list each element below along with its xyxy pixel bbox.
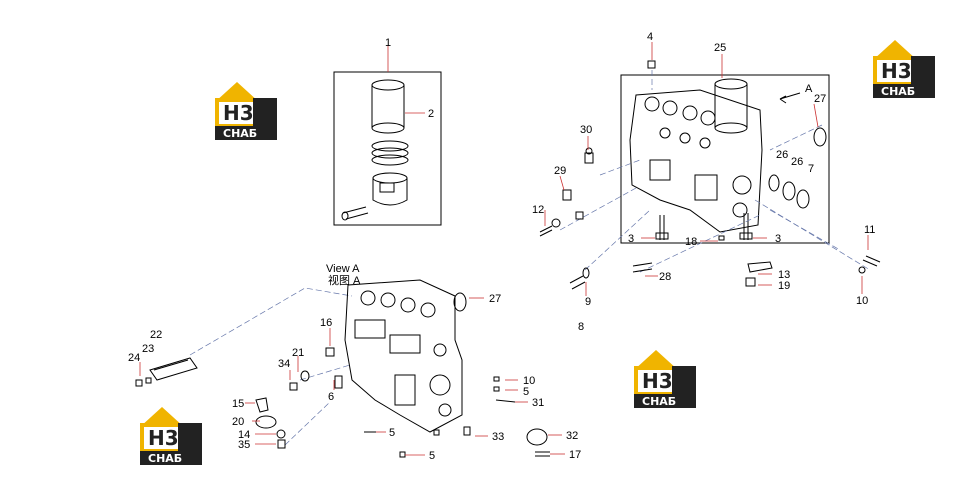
callout-31: 31 bbox=[532, 397, 544, 409]
callout-20: 20 bbox=[232, 416, 244, 428]
callout-6: 6 bbox=[328, 391, 334, 403]
callout-29: 29 bbox=[554, 165, 566, 177]
arrow-a-label: A bbox=[805, 83, 813, 95]
callout-23: 23 bbox=[142, 343, 154, 355]
callout-10-bottom: 10 bbox=[523, 375, 535, 387]
small-parts-right bbox=[539, 147, 881, 290]
callout-3-left: 3 bbox=[628, 233, 634, 245]
callout-32: 32 bbox=[566, 430, 578, 442]
callout-13: 13 bbox=[778, 269, 790, 281]
callout-leaders bbox=[139, 42, 869, 456]
callout-21: 21 bbox=[292, 347, 304, 359]
callout-27-top: 27 bbox=[814, 93, 826, 105]
callout-14: 14 bbox=[238, 429, 250, 441]
callout-12: 12 bbox=[532, 204, 544, 216]
callout-27-bottom: 27 bbox=[489, 293, 501, 305]
logo-top-left: H3 СНАБ bbox=[215, 82, 277, 140]
svg-text:H3: H3 bbox=[881, 59, 912, 83]
logo-bottom-left: H3 СНАБ bbox=[140, 407, 202, 465]
svg-text:СНАБ: СНАБ bbox=[881, 85, 915, 98]
svg-text:H3: H3 bbox=[223, 101, 254, 125]
callout-1: 1 bbox=[385, 37, 391, 49]
callout-4: 4 bbox=[647, 31, 653, 43]
callout-5-middle: 5 bbox=[389, 427, 395, 439]
callout-25: 25 bbox=[714, 42, 726, 54]
callout-19: 19 bbox=[778, 280, 790, 292]
callout-8: 8 bbox=[578, 321, 584, 333]
callout-26-left: 26 bbox=[776, 149, 788, 161]
callout-26-right: 26 bbox=[791, 156, 803, 168]
svg-text:H3: H3 bbox=[148, 426, 179, 450]
callout-numbers: 1 2 4 25 27 30 29 26 26 7 12 3 18 3 11 2… bbox=[128, 31, 875, 462]
callout-17: 17 bbox=[569, 449, 581, 461]
callout-7: 7 bbox=[808, 163, 814, 175]
callout-9: 9 bbox=[585, 296, 591, 308]
callout-5-bottom: 5 bbox=[429, 450, 435, 462]
dashed-leaders-top bbox=[189, 70, 871, 446]
callout-3-right: 3 bbox=[775, 233, 781, 245]
svg-text:СНАБ: СНАБ bbox=[148, 452, 182, 465]
callout-35: 35 bbox=[238, 439, 250, 451]
svg-text:СНАБ: СНАБ bbox=[223, 127, 257, 140]
callout-18: 18 bbox=[685, 236, 697, 248]
svg-text:СНАБ: СНАБ bbox=[642, 395, 676, 408]
callout-15: 15 bbox=[232, 398, 244, 410]
callout-5-right: 5 bbox=[523, 386, 529, 398]
cylinder-block-view-a bbox=[135, 279, 550, 458]
callout-30: 30 bbox=[580, 124, 592, 136]
callout-22: 22 bbox=[150, 329, 162, 341]
callout-28: 28 bbox=[659, 271, 671, 283]
logo-top-right: H3 СНАБ bbox=[873, 40, 935, 98]
cylinder-block-box bbox=[620, 60, 830, 244]
logo-middle-right: H3 СНАБ bbox=[634, 350, 696, 408]
callout-16: 16 bbox=[320, 317, 332, 329]
callout-34: 34 bbox=[278, 358, 290, 370]
callout-10-right: 10 bbox=[856, 295, 868, 307]
view-a-cn-label: 视图 A bbox=[328, 273, 361, 287]
callout-11: 11 bbox=[864, 224, 875, 236]
svg-text:H3: H3 bbox=[642, 369, 673, 393]
view-a-label: View A bbox=[326, 263, 360, 275]
callout-2: 2 bbox=[428, 108, 434, 120]
piston-assembly-box bbox=[333, 71, 442, 226]
callout-33: 33 bbox=[492, 431, 504, 443]
callout-24: 24 bbox=[128, 352, 140, 364]
